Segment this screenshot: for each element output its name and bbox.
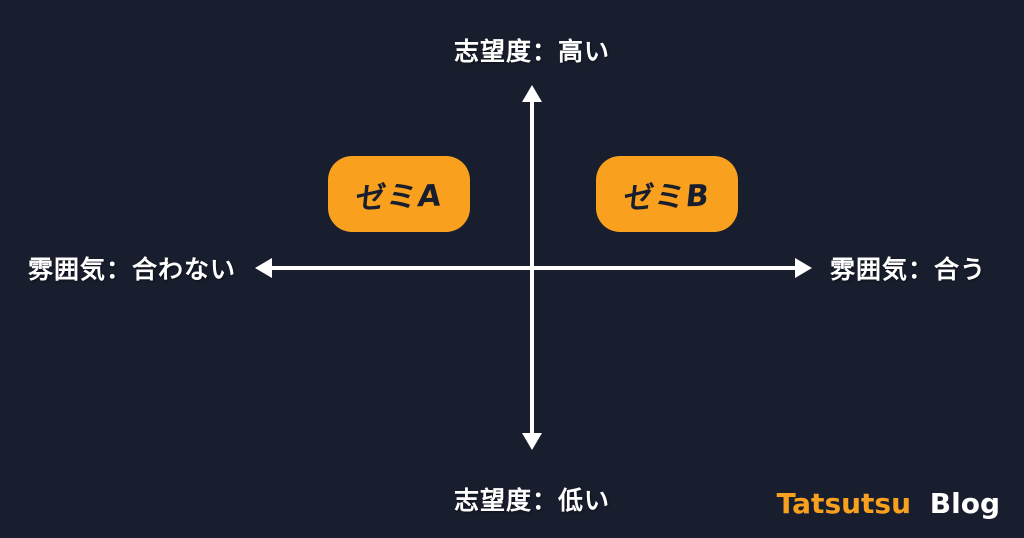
item-seminar-b: ゼミB [596, 156, 738, 232]
horizontal-axis-line [268, 266, 796, 270]
item-seminar-b-label: ゼミB [621, 178, 712, 217]
arrow-left-icon [255, 258, 272, 278]
axis-label-left: 雰囲気：合わない [28, 255, 237, 284]
arrow-right-icon [795, 258, 812, 278]
axis-label-bottom: 志望度：低い [453, 486, 611, 515]
brand-watermark: Tatsutsu Blog [777, 487, 1000, 520]
item-seminar-a: ゼミA [328, 156, 470, 232]
axis-label-top: 志望度：高い [453, 37, 611, 66]
arrow-down-icon [522, 433, 542, 450]
item-seminar-a-label: ゼミA [353, 178, 444, 217]
brand-suffix: Blog [929, 487, 1000, 520]
brand-name: Tatsutsu [776, 487, 912, 520]
axis-label-right: 雰囲気：合う [830, 255, 987, 284]
arrow-up-icon [522, 85, 542, 102]
